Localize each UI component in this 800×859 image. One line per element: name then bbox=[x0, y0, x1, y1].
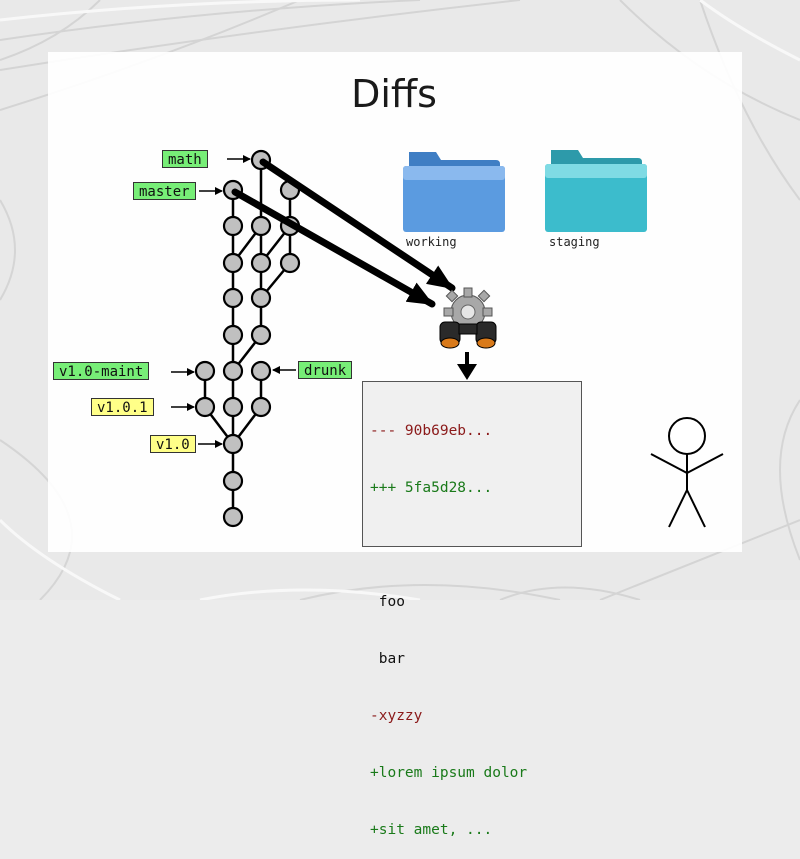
tag-label-v1-0-1: v1.0.1 bbox=[91, 398, 154, 416]
commit-node bbox=[250, 360, 272, 382]
diff-line bbox=[370, 536, 581, 555]
commit-node bbox=[250, 252, 272, 274]
commit-node bbox=[222, 252, 244, 274]
tag-label-v1-0: v1.0 bbox=[150, 435, 196, 453]
commit-node bbox=[250, 324, 272, 346]
staging-folder-icon bbox=[545, 150, 647, 232]
working-folder-icon bbox=[403, 152, 505, 232]
commit-node bbox=[194, 360, 216, 382]
branch-label-master: master bbox=[133, 182, 196, 200]
commit-node bbox=[222, 433, 244, 455]
commit-node bbox=[250, 215, 272, 237]
stick-figure-icon bbox=[650, 417, 724, 528]
branch-label-v1-0-maint: v1.0-maint bbox=[53, 362, 150, 380]
commit-node bbox=[222, 324, 244, 346]
diff-line: foo bbox=[370, 594, 405, 610]
diff-output: --- 90b69eb... +++ 5fa5d28... foo bar -x… bbox=[362, 381, 582, 838]
commit-node bbox=[250, 396, 272, 418]
commit-node bbox=[250, 287, 272, 309]
diff-line: bar bbox=[370, 651, 405, 667]
diff-line: +++ 5fa5d28... bbox=[370, 480, 493, 496]
working-folder-label: working bbox=[406, 235, 457, 249]
diff-output-arrow bbox=[457, 352, 477, 380]
branch-label-math: math bbox=[162, 150, 208, 168]
gear-binoculars-icon bbox=[439, 287, 497, 349]
commit-node bbox=[279, 252, 301, 274]
diff-line: -xyzzy bbox=[370, 708, 423, 724]
commit-node bbox=[222, 287, 244, 309]
commit-node bbox=[222, 215, 244, 237]
master-to-diff-arrow bbox=[231, 188, 436, 308]
staging-folder-label: staging bbox=[549, 235, 600, 249]
ref-arrows bbox=[171, 155, 296, 448]
slide-title: Diffs bbox=[351, 72, 437, 116]
diff-line: +sit amet, ... bbox=[370, 822, 493, 838]
branch-label-drunk: drunk bbox=[298, 361, 353, 379]
commit-node bbox=[222, 360, 244, 382]
diff-line: +lorem ipsum dolor bbox=[370, 765, 528, 781]
diff-line: --- 90b69eb... bbox=[370, 423, 493, 439]
commit-node bbox=[222, 396, 244, 418]
diff-input-arrows bbox=[231, 158, 456, 308]
commit-nodes bbox=[194, 149, 301, 528]
commit-node bbox=[222, 506, 244, 528]
commit-node bbox=[194, 396, 216, 418]
math-to-diff-arrow bbox=[259, 158, 456, 292]
commit-node bbox=[222, 470, 244, 492]
commit-graph bbox=[171, 149, 724, 528]
